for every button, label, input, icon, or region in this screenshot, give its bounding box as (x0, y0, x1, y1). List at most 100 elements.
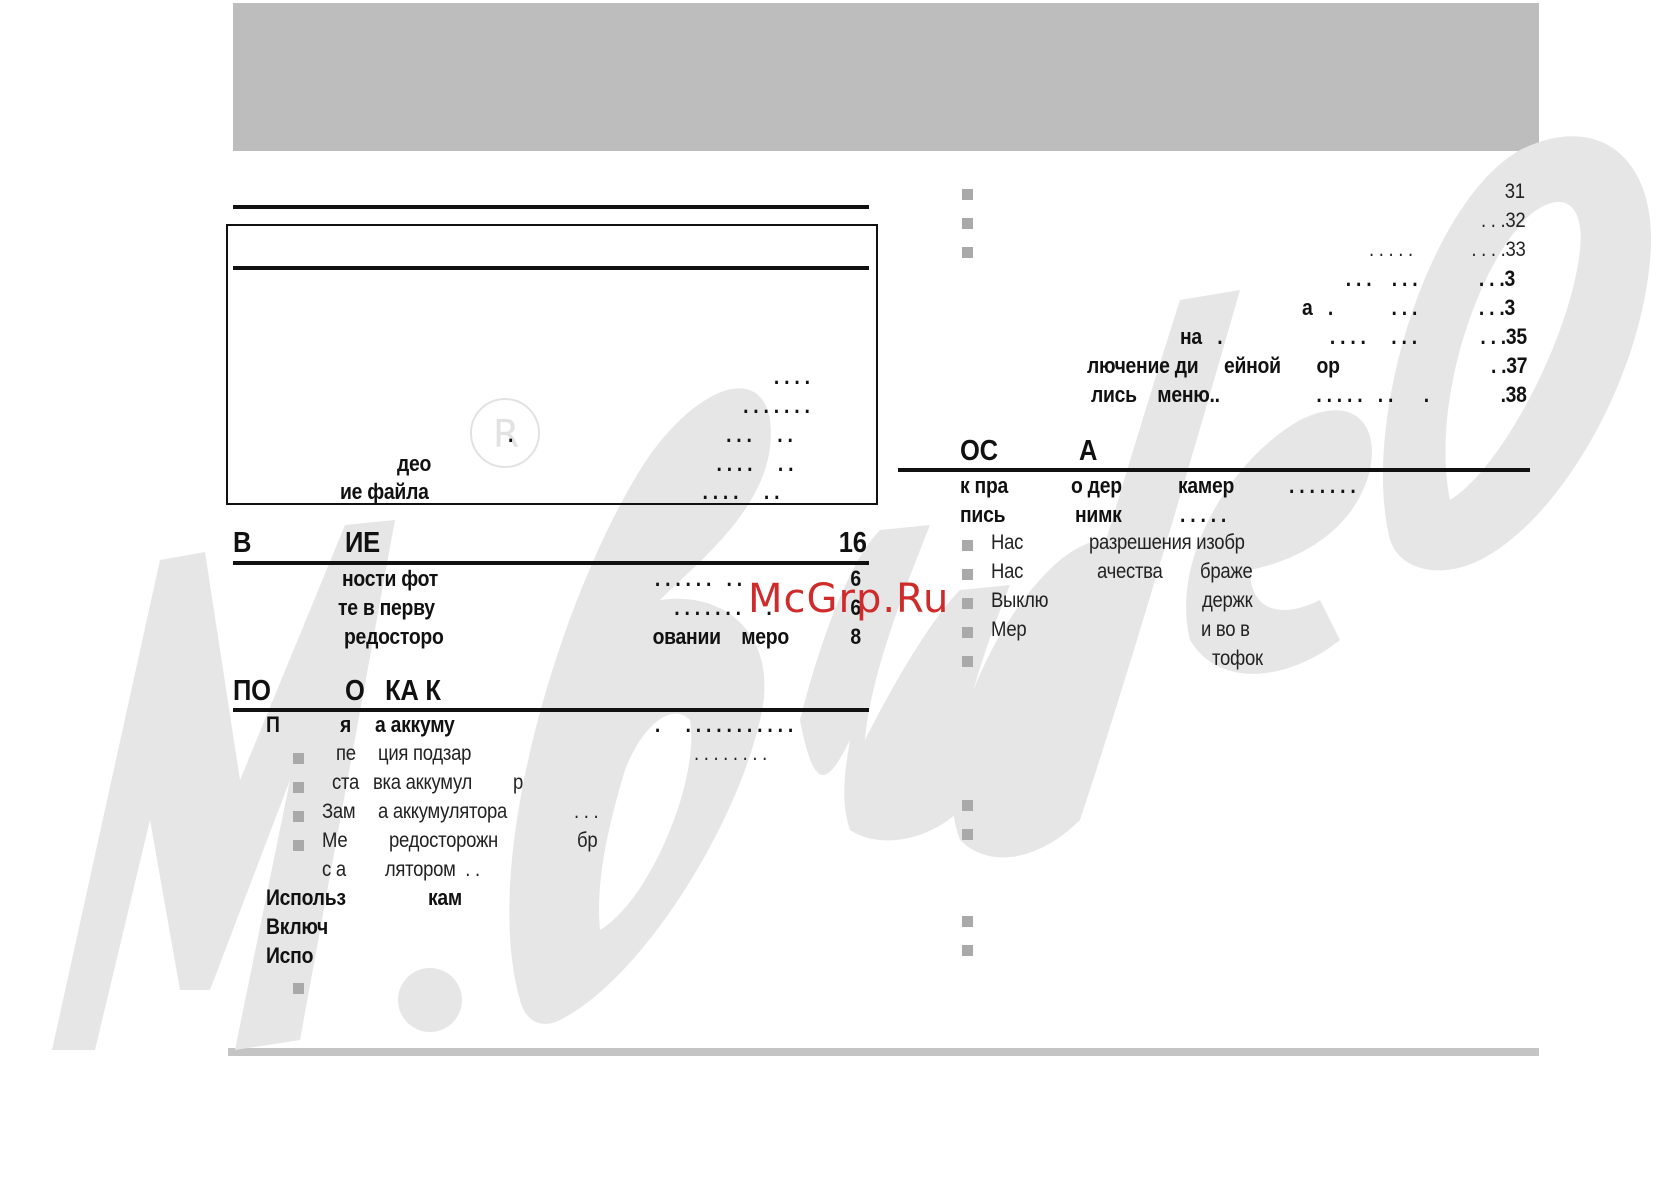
right-row-5-dots: . . . . . . . . (1316, 382, 1429, 407)
toc-frag-file: ие файла (340, 479, 429, 504)
basic-row-1-a: к пра (960, 473, 1009, 498)
right-row-2-page: . . .3 (1478, 295, 1515, 320)
basic-item-2-b: ачества (1097, 560, 1163, 583)
intro-row-1-page: 6 (850, 566, 861, 591)
right-top-bullet-2 (962, 218, 973, 229)
prep-row-1-c: а аккуму (375, 712, 455, 737)
prep-item-4-continuation: с а лятором . . (322, 858, 480, 881)
intro-rule (233, 561, 869, 565)
basic-item-5-bullet (962, 656, 973, 667)
basic-item-4-a: Мер (991, 618, 1027, 641)
intro-row-2-page: 6 (850, 595, 861, 620)
intro-row-3-dots: овании меро (652, 624, 790, 649)
intro-row-3-text: редосторо (344, 624, 444, 649)
right-bullet-9 (962, 945, 973, 956)
right-top-dots-3: . . . . . (1369, 238, 1413, 261)
basic-item-3-bullet (962, 598, 973, 609)
prep-item-1-a: пе (336, 742, 356, 765)
basic-item-2-a: Нас (991, 560, 1024, 583)
prep-use-b: кам (428, 885, 462, 910)
prep-item-5-bullet (293, 983, 304, 994)
intro-page: 16 (839, 527, 867, 559)
intro-heading-a: В (233, 527, 252, 559)
prep-use-a: Использ (266, 885, 346, 910)
intro-row-2-text: те в перву (338, 595, 435, 620)
prep-item-2-a: ста (332, 771, 359, 794)
prep-item-3-dots: . . . (574, 800, 599, 823)
basic-row-2-b: нимк (1075, 502, 1122, 527)
right-top-page-1: 31 (1504, 180, 1525, 203)
intro-row-2-dots: . . . . . . . . (673, 595, 771, 620)
basic-item-1-a: Нас (991, 531, 1024, 554)
toc-dots-3: . (508, 422, 514, 447)
right-row-4-text: лючение ди ейной ор (1087, 353, 1340, 378)
toc-dots-2: . . . . . . . (743, 393, 811, 418)
basic-item-5-b: тофок (1212, 647, 1263, 670)
toc-box-rule (233, 266, 869, 270)
basic-heading-a: ОС (960, 435, 998, 467)
basic-item-4-b: и во в (1201, 618, 1250, 641)
prep-item-2-bullet (293, 782, 304, 793)
right-row-3-text: на . (1180, 324, 1223, 349)
prep-switch: Включ (266, 914, 328, 939)
basic-item-2-c: браже (1200, 560, 1253, 583)
right-bullet-7 (962, 829, 973, 840)
toc-dots-1: . . . . (774, 364, 810, 389)
footer-line (228, 1048, 1539, 1056)
prep-item-3-a: Зам (322, 800, 356, 823)
right-top-page-2: . . .32 (1480, 209, 1526, 232)
right-top-bullet-1 (962, 189, 973, 200)
basic-row-1-b: о дер (1071, 473, 1122, 498)
prep-item-4-c: бр (577, 829, 598, 852)
right-row-2-text: а . (1302, 295, 1333, 320)
prep-row-1-b: я (340, 712, 352, 737)
basic-item-1-bullet (962, 540, 973, 551)
prep-item-4-a: Ме (322, 829, 348, 852)
prep-item-4-b: редосторожн (389, 829, 498, 852)
right-row-2-dots: . . . (1391, 295, 1417, 320)
intro-row-1-dots: . . . . . . . . (655, 566, 742, 591)
brand-watermark-text: McGrp.Ru (748, 576, 950, 622)
right-row-4-page: . .37 (1490, 353, 1528, 378)
right-row-1-dots: . . . . . . (1345, 266, 1417, 291)
prep-item-1-b: ция подзар (378, 742, 472, 765)
basic-heading-b: А (1079, 435, 1098, 467)
prep-item-3-bullet (293, 811, 304, 822)
prep-heading-b: О КА К (345, 675, 441, 707)
right-row-1-page: . . .3 (1478, 266, 1515, 291)
prep-item-2-b: вка аккумул (373, 771, 473, 794)
toc-box (226, 224, 878, 505)
right-row-5-text: лись меню.. (1091, 382, 1220, 407)
toc-dots-5: . . . . . . (716, 451, 793, 476)
basic-row-2-dots: . . . . . (1180, 502, 1227, 527)
basic-row-1-c: камер (1178, 473, 1235, 498)
prep-item-2-c: р (513, 771, 524, 794)
right-top-page-3: . . . .33 (1470, 238, 1525, 261)
right-bullet-8 (962, 916, 973, 927)
right-row-3-dots: . . . . . . . (1330, 324, 1417, 349)
basic-item-3-a: Выклю (991, 589, 1049, 612)
toc-dots-6: . . . . . . (702, 479, 779, 504)
toc-dots-4: . . . . . (726, 422, 794, 447)
intro-heading-b: ИЕ (345, 527, 380, 559)
right-bullet-6 (962, 800, 973, 811)
prep-heading-a: ПО (233, 675, 271, 707)
prep-row-1-dots: . . . . . . . . . . . . (654, 712, 793, 737)
basic-item-4-bullet (962, 627, 973, 638)
prep-row-1-a: П (266, 712, 280, 737)
right-row-5-page: .38 (1500, 382, 1527, 407)
intro-row-3-page: 8 (850, 624, 861, 649)
prep-item-1-dots: . . . . . . . . (693, 742, 767, 765)
header-band (233, 3, 1539, 151)
basic-item-3-b: держк (1202, 589, 1253, 612)
basic-item-1-b: разрешения изобр (1089, 531, 1245, 554)
left-top-rule (233, 205, 869, 209)
prep-item-4-bullet (293, 840, 304, 851)
prep-item-3-b: а аккумулятора (378, 800, 508, 823)
basic-row-1-dots: . . . . . . . (1289, 473, 1356, 498)
intro-row-1-text: ности фот (342, 566, 438, 591)
right-top-bullet-3 (962, 247, 973, 258)
right-row-3-page: . . .35 (1480, 324, 1527, 349)
basic-rule (898, 468, 1530, 472)
prep-rule (233, 708, 869, 712)
